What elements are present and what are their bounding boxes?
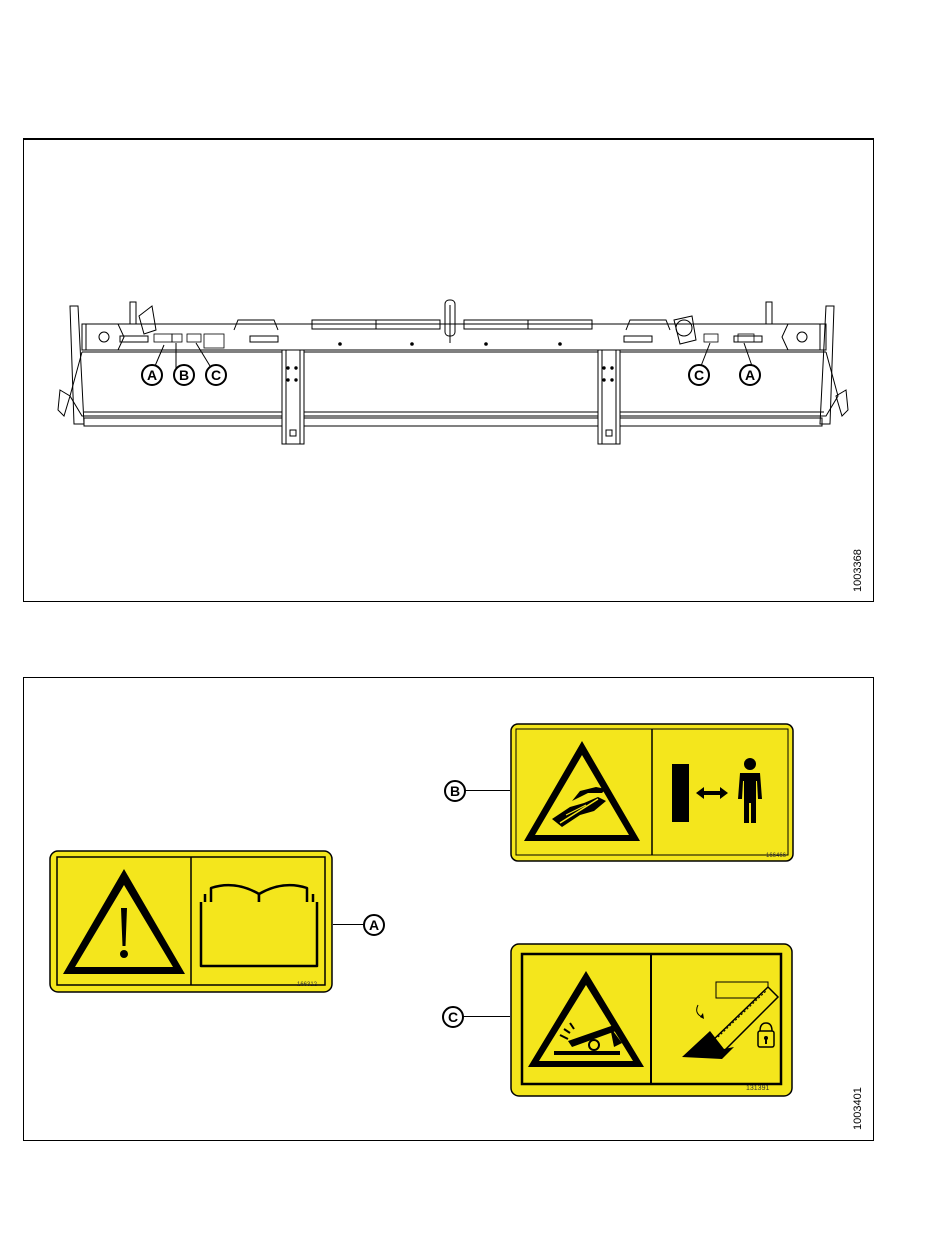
callout-a: A — [363, 914, 385, 936]
operators-manual-icon — [201, 885, 317, 966]
callout-c-right: C — [688, 364, 710, 386]
callout-b-left: B — [173, 364, 195, 386]
leader-line-a — [333, 924, 363, 925]
decal-b-part-number: 166466 — [766, 853, 786, 859]
figure-id-top: 1003368 — [852, 549, 864, 592]
decal-c: 131391 — [510, 943, 793, 1097]
figure-id-bottom: 1003401 — [852, 1087, 864, 1130]
decal-c-part-number: 131391 — [746, 1085, 769, 1092]
decal-a-part-number: 166312 — [297, 982, 317, 988]
header-decal-location-figure: A B C C A 1003368 — [23, 138, 874, 602]
decal-a: 166312 — [49, 850, 333, 993]
callout-b: B — [444, 780, 466, 802]
leader-line-b — [464, 790, 510, 791]
callout-c-left: C — [205, 364, 227, 386]
leader-line-c — [462, 1016, 510, 1017]
safety-decals-figure: 166312 A 166466 B — [23, 677, 874, 1141]
callout-a-right: A — [739, 364, 761, 386]
callout-c: C — [442, 1006, 464, 1028]
decal-b: 166466 — [510, 723, 794, 862]
callout-a-left: A — [141, 364, 163, 386]
